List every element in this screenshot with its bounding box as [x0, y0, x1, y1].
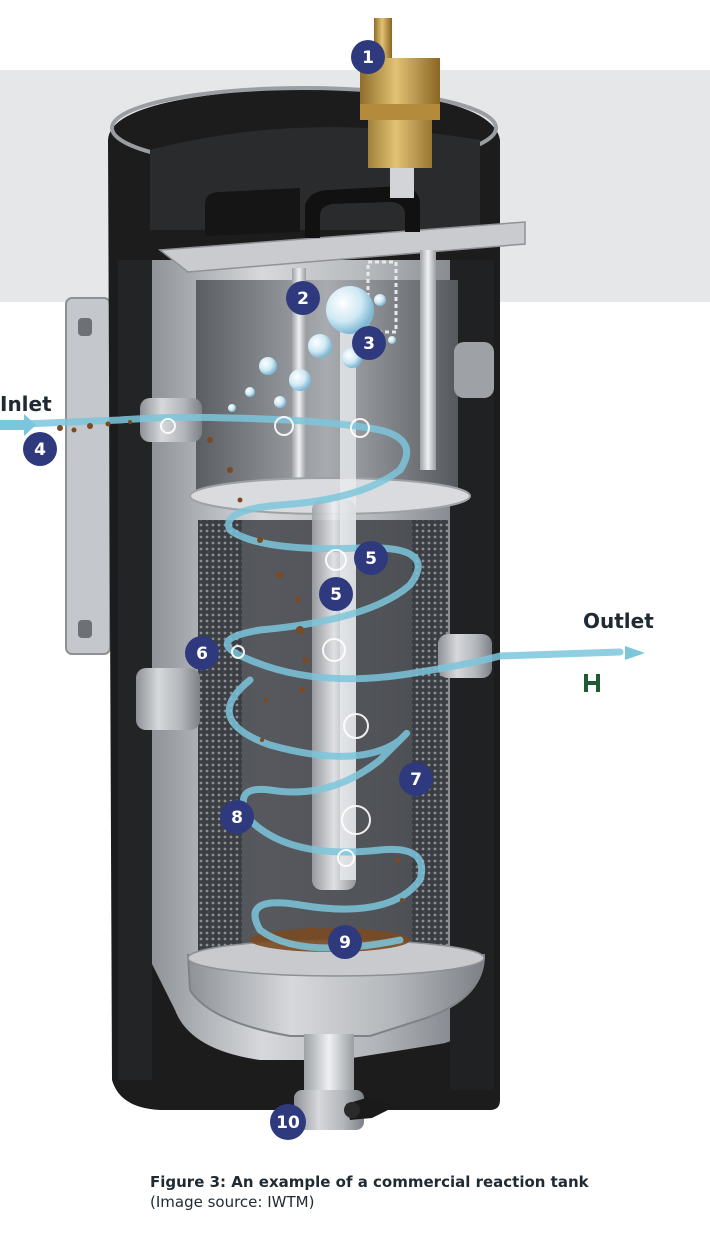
outlet-label: Outlet — [583, 609, 654, 633]
figure-caption: Figure 3: An example of a commercial rea… — [150, 1172, 690, 1212]
marker-9-number: 9 — [339, 933, 351, 953]
inlet-arrow — [0, 414, 36, 436]
marker-8: 8 — [220, 800, 254, 834]
outlet-arrow — [625, 646, 645, 660]
top-plate — [158, 221, 526, 273]
bracket-slot-top — [78, 318, 92, 336]
bracket-slot-bottom — [78, 620, 92, 638]
marker-5b: 5 — [319, 577, 353, 611]
top-bracket — [205, 188, 300, 236]
marker-9: 9 — [328, 925, 362, 959]
marker-8-number: 8 — [231, 808, 243, 828]
marker-10-number: 10 — [276, 1113, 300, 1133]
h-logo-icon — [584, 674, 600, 692]
mesh-screen — [198, 520, 242, 960]
caption-source: (Image source: IWTM) — [150, 1193, 315, 1211]
marker-7: 7 — [399, 762, 433, 796]
lower-nozzle — [136, 668, 200, 730]
marker-5a: 5 — [354, 541, 388, 575]
inlet-label: Inlet — [0, 392, 52, 416]
mesh-screen-right — [412, 520, 448, 955]
marker-1-number: 1 — [362, 48, 374, 68]
top-handle — [305, 186, 420, 238]
base-dish — [186, 954, 486, 1037]
marker-5b-number: 5 — [330, 585, 342, 605]
guide-rod-right — [420, 250, 436, 470]
marker-2-number: 2 — [297, 289, 309, 309]
marker-3-number: 3 — [363, 334, 375, 354]
brass-vent-stem — [390, 168, 414, 198]
mounting-bracket — [65, 297, 111, 655]
marker-7-number: 7 — [410, 770, 422, 790]
magnet-ring-icons — [160, 416, 371, 867]
marker-4: 4 — [23, 432, 57, 466]
marker-1: 1 — [351, 40, 385, 74]
marker-6-number: 6 — [196, 644, 208, 664]
right-port-upper — [454, 342, 494, 398]
marker-4-number: 4 — [34, 440, 46, 460]
marker-3: 3 — [352, 326, 386, 360]
marker-2: 2 — [286, 281, 320, 315]
valve-knob — [344, 1102, 360, 1118]
outlet-nozzle — [438, 634, 492, 678]
caption-title: Figure 3: An example of a commercial rea… — [150, 1173, 589, 1191]
air-bubbles — [228, 286, 396, 412]
marker-10: 10 — [270, 1104, 306, 1140]
brass-vent-band — [360, 104, 440, 120]
marker-5a-number: 5 — [365, 549, 377, 569]
drain-valve-body — [294, 1090, 364, 1130]
marker-6: 6 — [185, 636, 219, 670]
